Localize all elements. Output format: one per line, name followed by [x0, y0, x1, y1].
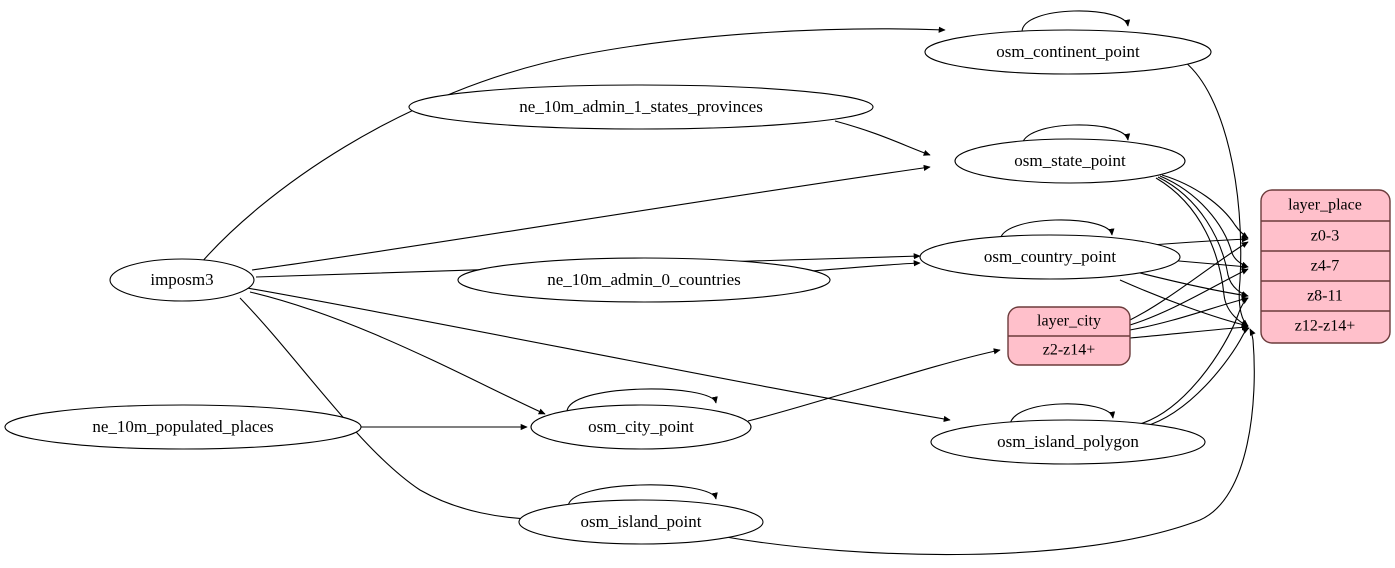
edge-osm_continent_point-to-layer_place-z12 — [1184, 61, 1249, 327]
edge-osm_country_point-to-layer_place-z0 — [1151, 236, 1249, 246]
node-osm_island_point-label: osm_island_point — [581, 512, 702, 531]
record-layer_city-row-z2[interactable]: z2-z14+ — [1043, 342, 1096, 359]
edge-imposm3-to-osm_island_polygon — [246, 287, 951, 422]
edge-osm_island_point-self-loop — [567, 484, 718, 508]
edge-layer_city-to-layer_place-z0 — [1129, 241, 1249, 321]
node-imposm3-label: imposm3 — [150, 270, 213, 289]
edge-osm_country_point-to-layer_place-z12 — [1119, 279, 1249, 328]
node-osm_state_point-label: osm_state_point — [1014, 151, 1126, 170]
record-layer_place-row-z8-11[interactable]: z8-11 — [1307, 288, 1343, 305]
edges-layer — [200, 10, 1256, 556]
edge-osm_continent_point-self-loop — [1021, 10, 1131, 33]
record-layer_city-title: layer_city — [1037, 313, 1101, 330]
edge-imposm3-to-osm_city_point — [249, 291, 546, 415]
edge-osm_country_point-to-layer_place-z8 — [1139, 272, 1249, 299]
edge-imposm3-to-osm_continent_point — [200, 26, 946, 264]
edge-ne_countries-to-osm_country_point — [811, 260, 921, 272]
edge-imposm3-to-osm_island_point — [239, 297, 531, 522]
record-layer_place-title: layer_place — [1288, 197, 1362, 214]
edge-osm_state_point-to-layer_place-z0 — [1161, 174, 1249, 239]
node-imposm3[interactable]: imposm3 — [109, 258, 255, 302]
record-layer_place-row-z0-3[interactable]: z0-3 — [1311, 228, 1339, 245]
edge-osm_state_point-to-layer_place-z12 — [1155, 177, 1249, 327]
node-osm_country_point-label: osm_country_point — [984, 247, 1116, 266]
edge-ne_states-to-osm_state_point — [834, 120, 931, 156]
node-ne_10m_populated_places[interactable]: ne_10m_populated_places — [4, 404, 362, 450]
edge-layer_city-to-layer_place-z12 — [1129, 324, 1249, 339]
edge-osm_island_point-to-layer_place-z12 — [725, 328, 1256, 556]
edge-osm_state_point-to-layer_place-z8 — [1157, 176, 1249, 297]
node-osm_continent_point[interactable]: osm_continent_point — [924, 29, 1212, 75]
record-layer_city[interactable]: layer_city z2-z14+ — [1007, 306, 1131, 366]
node-osm_country_point[interactable]: osm_country_point — [919, 234, 1181, 280]
edge-osm_island_polygon-self-loop — [1009, 403, 1116, 427]
edge-osm_city_point-self-loop — [566, 388, 718, 413]
nodes-layer: imposm3 ne_10m_admin_1_states_provinces … — [4, 29, 1212, 545]
edge-osm_state_point-self-loop — [1021, 124, 1131, 147]
node-osm_continent_point-label: osm_continent_point — [996, 42, 1140, 61]
node-ne_10m_admin_0_countries[interactable]: ne_10m_admin_0_countries — [457, 257, 831, 303]
node-osm_state_point[interactable]: osm_state_point — [954, 138, 1186, 184]
edge-imposm3-to-osm_state_point — [251, 164, 931, 271]
record-layer_place-row-z12-z14[interactable]: z12-z14+ — [1295, 318, 1356, 335]
edge-osm_country_point-self-loop — [999, 219, 1115, 242]
edge-osm_city_point-to-layer_city-z2 — [747, 348, 1001, 422]
node-ne_populated-label: ne_10m_populated_places — [92, 417, 273, 436]
node-osm_island_point[interactable]: osm_island_point — [518, 499, 764, 545]
node-ne_10m_admin_1_states_provinces[interactable]: ne_10m_admin_1_states_provinces — [408, 84, 874, 130]
edge-layer_city-to-layer_place-z4 — [1129, 268, 1249, 326]
node-ne_countries-label: ne_10m_admin_0_countries — [547, 270, 741, 289]
node-ne_states-label: ne_10m_admin_1_states_provinces — [519, 97, 763, 116]
record-layer_place[interactable]: layer_place z0-3 z4-7 z8-11 z12-z14+ — [1260, 189, 1391, 344]
record-layer_place-row-z4-7[interactable]: z4-7 — [1311, 258, 1339, 275]
node-osm_city_point[interactable]: osm_city_point — [530, 404, 752, 450]
edge-osm_island_polygon-to-layer_place-z8 — [1139, 297, 1249, 425]
node-osm_island_polygon-label: osm_island_polygon — [997, 432, 1139, 451]
edge-osm_island_polygon-to-layer_place-z12 — [1142, 327, 1250, 428]
edge-layer_city-to-layer_place-z8 — [1129, 296, 1249, 331]
node-osm_city_point-label: osm_city_point — [588, 417, 694, 436]
node-osm_island_polygon[interactable]: osm_island_polygon — [930, 419, 1206, 465]
